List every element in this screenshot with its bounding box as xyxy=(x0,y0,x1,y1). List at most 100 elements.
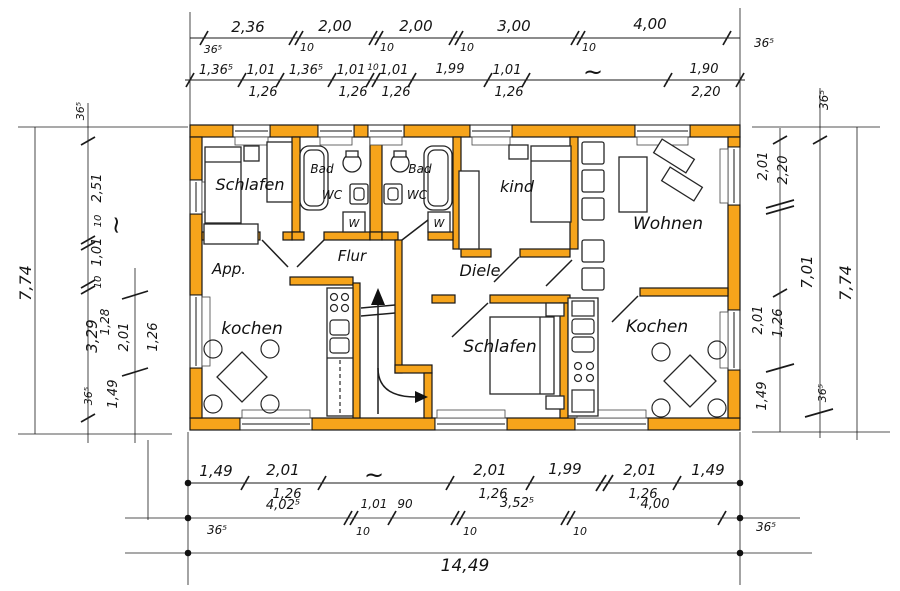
dim-bot2-s2: 10 xyxy=(463,525,477,538)
dim-top2-f: 1,99 xyxy=(436,62,465,77)
label-kind: kind xyxy=(500,177,535,196)
dim-bot2-d: 3,52⁵ xyxy=(500,496,534,511)
stair-arrow xyxy=(360,288,428,414)
dim-right-s-top: 36⁵ xyxy=(817,90,831,110)
label-kochen-left: kochen xyxy=(221,319,283,339)
label-schlafen-left: Schlafen xyxy=(216,175,285,194)
dim-right-s-bottom: 36⁵ xyxy=(816,384,829,402)
dim-top2-d-sub: 1,26 xyxy=(339,85,368,100)
label-kochen-right: Kochen xyxy=(626,317,688,337)
building-walls xyxy=(189,124,741,431)
label-app: App. xyxy=(211,260,246,278)
wardrobe xyxy=(266,141,293,203)
bed-schlafen-bottom xyxy=(489,316,555,395)
washing-machine-left xyxy=(342,211,366,233)
dim-top2-squiggle: ~ xyxy=(583,58,603,86)
dining-set-left xyxy=(203,339,280,414)
dimension-lines xyxy=(18,8,890,585)
label-bad-left: Bad xyxy=(310,162,334,176)
dim-top2-mid: 10 xyxy=(367,63,379,73)
dim-bot2-a: 4,02⁵ xyxy=(266,498,300,513)
kitchen-unit-left xyxy=(326,287,354,417)
dim-top2-g: 1,01 xyxy=(493,63,522,78)
door-kind xyxy=(493,256,520,283)
dim-left-inner-b: 2,01 xyxy=(117,323,132,352)
dim-top1-2: 2,00 xyxy=(318,17,351,35)
dim-right-b: 2,01 xyxy=(751,306,766,335)
door-schlafen-left xyxy=(261,239,289,268)
shelving-wohnen xyxy=(581,141,605,291)
dim-bot1-b-sub: 1,26 xyxy=(273,487,302,502)
dim-bot2-e: 4,00 xyxy=(641,497,670,512)
dim-left-s1: 10 xyxy=(93,215,104,228)
dim-top1-5: 4,00 xyxy=(633,15,666,33)
toilet-left-icon xyxy=(349,183,369,205)
dim-top2-h: 1,90 xyxy=(690,62,719,77)
dim-left-c: 3,29 xyxy=(83,319,101,352)
dim-left-inner-a: 1,28 xyxy=(98,308,112,335)
dim-top1-1: 2,36 xyxy=(231,18,264,36)
sink-right-tap xyxy=(393,150,407,158)
bathtub-left-icon xyxy=(299,145,329,211)
dim-left-s2: 10 xyxy=(93,276,104,289)
nightstand-bottom-2 xyxy=(545,395,565,410)
dim-bot1-e-sub: 1,26 xyxy=(629,487,658,502)
dim-left-a: 2,51 xyxy=(90,174,105,203)
toilet-right-icon xyxy=(383,183,403,205)
nightstand xyxy=(243,145,260,162)
dim-bot1-c-sub: 1,26 xyxy=(479,487,508,502)
dim-top1-4: 3,00 xyxy=(497,17,530,35)
dim-top2-h-sub: 2,20 xyxy=(692,85,721,100)
bed-kind xyxy=(530,145,572,223)
dim-total-width: 14,49 xyxy=(441,556,490,576)
dim-bot2-c: 90 xyxy=(397,497,413,511)
dim-right-total: 7,74 xyxy=(836,265,855,301)
door-schlafen-bottom xyxy=(451,302,489,338)
dim-top1-s5: 36⁵ xyxy=(754,36,774,50)
dim-bot2-b: 1,01 xyxy=(361,497,388,511)
dim-top2-d: 1,01 xyxy=(337,63,366,78)
dim-bot1-e: 2,01 xyxy=(623,461,656,479)
label-schlafen-bottom: Schlafen xyxy=(463,337,536,357)
dim-top1-s2: 10 xyxy=(380,41,394,54)
dim-left-b: 1,01 xyxy=(90,238,105,267)
furniture xyxy=(203,138,727,418)
dim-top2-g-sub: 1,26 xyxy=(495,85,524,100)
label-diele: Diele xyxy=(460,261,501,280)
label-bad-right: Bad xyxy=(408,162,432,176)
dim-top2-b: 1,01 xyxy=(247,63,276,78)
lounge-chair-2 xyxy=(660,166,704,202)
bed-schlafen-left xyxy=(204,146,242,224)
dim-top2-c: 1,36⁵ xyxy=(289,63,323,78)
label-wm-right: W xyxy=(434,217,446,230)
dim-top2-e-sub: 1,26 xyxy=(382,85,411,100)
dim-right-b-sub: 1,26 xyxy=(771,309,786,338)
label-flur: Flur xyxy=(338,247,367,265)
dim-top1-s4: 10 xyxy=(582,41,596,54)
dim-bot2-s4: 36⁵ xyxy=(756,520,776,534)
washing-machine-right xyxy=(427,211,451,233)
dim-bot2-s0: 36⁵ xyxy=(207,523,227,537)
label-wc-right: WC xyxy=(407,188,428,202)
table-wohnen xyxy=(618,156,648,213)
sideboard xyxy=(203,223,259,245)
shelf-kind xyxy=(508,144,529,160)
dim-bot2-s3: 10 xyxy=(573,525,587,538)
kitchen-unit-right xyxy=(567,297,599,417)
dim-bot1-c: 2,01 xyxy=(473,461,506,479)
dim-top1-s0: 36⁵ xyxy=(204,43,222,56)
dim-top1-s3: 10 xyxy=(460,41,474,54)
dim-right-mid-total: 7,01 xyxy=(798,255,816,288)
dim-top1-s1: 10 xyxy=(300,41,314,54)
door-bad-right xyxy=(401,219,429,241)
nightstand-bottom-1 xyxy=(545,302,565,317)
door-swings xyxy=(261,219,639,338)
dim-bot1-a: 1,49 xyxy=(199,462,232,480)
dim-left-inner-b-sub: 1,26 xyxy=(146,323,161,352)
dim-right-a-sub: 2,20 xyxy=(776,156,791,185)
dim-top2-b-sub: 1,26 xyxy=(249,85,278,100)
windows xyxy=(189,124,741,431)
dim-top2-a: 1,36⁵ xyxy=(199,63,233,78)
